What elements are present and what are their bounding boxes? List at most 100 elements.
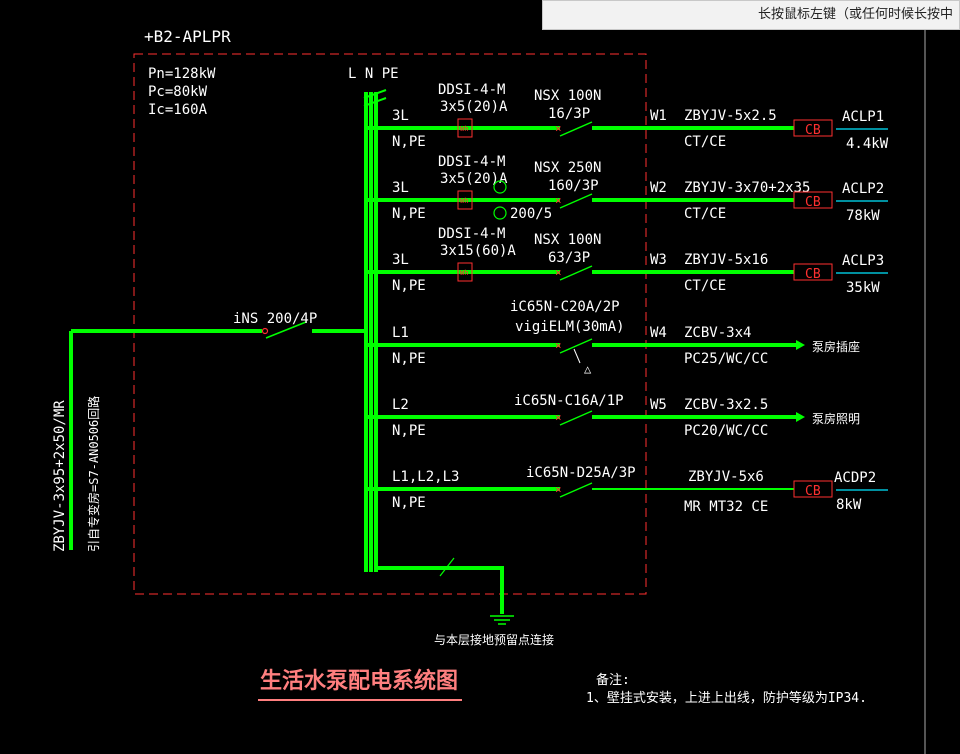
breaker-rating-label: 160/3P: [548, 178, 599, 194]
breaker-contact-icon: ×: [555, 411, 562, 424]
earth-note: 与本层接地预留点连接: [434, 632, 554, 647]
current-transformer-icon: [493, 206, 507, 220]
breaker-blade[interactable]: [559, 265, 593, 281]
panel-name: +B2-APLPR: [144, 27, 231, 46]
energy-meter-icon: [457, 118, 473, 138]
breaker-blade[interactable]: [559, 338, 593, 354]
breaker-contact-icon: ×: [555, 122, 562, 135]
breaker-rating-label: 63/3P: [548, 250, 590, 266]
circuit-phase-label: 3L: [392, 252, 409, 268]
arrow-icon: [796, 412, 805, 422]
destination-load-label: 8kW: [836, 497, 862, 513]
destination-panel-label: ACLP1: [842, 109, 884, 125]
energy-meter-icon: [457, 262, 473, 282]
current-transformer-icon: [493, 180, 507, 194]
cb-box: [793, 191, 833, 209]
cable-spec-label: ZBYJV-5x2.5: [684, 108, 777, 124]
meter-model-label: DDSI-4-M: [438, 226, 505, 242]
incoming-switch-contact: [261, 327, 269, 335]
rcd-icon: [573, 348, 581, 364]
rcd-rating-label: vigiELM(30mA): [515, 319, 625, 335]
circuit-phase-label: L1: [392, 325, 409, 341]
panel-boundary: [133, 53, 647, 595]
breaker-model-label: NSX 250N: [534, 160, 601, 176]
cb-box: [793, 263, 833, 281]
cb-box: [793, 119, 833, 137]
breaker-blade[interactable]: [559, 121, 593, 137]
circuit-np-label: N,PE: [392, 423, 426, 439]
bus-hatch: [363, 89, 387, 99]
circuit-id-label: W3: [650, 252, 667, 268]
cable-spec-label: ZCBV-3x4: [684, 325, 751, 341]
circuit-np-label: N,PE: [392, 495, 426, 511]
breaker-model-label: NSX 100N: [534, 88, 601, 104]
breaker-contact-icon: ×: [555, 483, 562, 496]
incoming-source-note: 引自专变房=S7-AN0506回路: [86, 396, 101, 552]
meter-model-label: DDSI-4-M: [438, 154, 505, 170]
breaker-model-label: NSX 100N: [534, 232, 601, 248]
destination-panel-label: ACDP2: [834, 470, 876, 486]
circuit-phase-label: L1,L2,L3: [392, 469, 459, 485]
notes-heading: 备注:: [596, 672, 630, 688]
circuit-id-label: W1: [650, 108, 667, 124]
cb-label: CB: [805, 195, 821, 210]
install-method-label: PC25/WC/CC: [684, 351, 768, 367]
energy-meter-symbol: Wh: [460, 125, 468, 133]
breaker-model-label: iC65N-C20A/2P: [510, 299, 620, 315]
ct-ratio-label: 200/5: [510, 206, 552, 222]
circuit-id-label: W4: [650, 325, 667, 341]
cb-label: CB: [805, 484, 821, 499]
circuit-np-label: N,PE: [392, 278, 426, 294]
cb-label: CB: [805, 267, 821, 282]
install-method-label: PC20/WC/CC: [684, 423, 768, 439]
right-toolbar-edge[interactable]: [924, 30, 960, 754]
breaker-blade[interactable]: [559, 410, 593, 426]
cb-label: CB: [805, 123, 821, 138]
destination-load-label: 78kW: [846, 208, 880, 224]
breaker-model-label: iC65N-D25A/3P: [526, 465, 636, 481]
incoming-switch-label: iNS 200/4P: [233, 311, 317, 327]
breaker-contact-icon: ×: [555, 194, 562, 207]
energy-meter-symbol: Wh: [460, 197, 468, 205]
meter-rating-label: 3x15(60)A: [440, 243, 516, 259]
energy-meter-symbol: Wh: [460, 269, 468, 277]
breaker-blade[interactable]: [559, 193, 593, 209]
circuit-np-label: N,PE: [392, 206, 426, 222]
circuit-id-label: W5: [650, 397, 667, 413]
install-method-label: CT/CE: [684, 134, 726, 150]
install-method-label: CT/CE: [684, 206, 726, 222]
tooltip-banner: 长按鼠标左键（或任何时候长按中: [542, 0, 960, 30]
destination-load-label: 35kW: [846, 280, 880, 296]
incoming-cable-label: ZBYJV-3x95+2x50/MR: [52, 400, 68, 552]
install-method-label: CT/CE: [684, 278, 726, 294]
install-method-label: MR MT32 CE: [684, 499, 768, 515]
destination-panel-label: ACLP3: [842, 253, 884, 269]
notes-line: 1、壁挂式安装，上进上出线，防护等级为IP34.: [586, 690, 867, 706]
incoming-switch-blade[interactable]: [265, 321, 307, 339]
destination-label: 泵房照明: [812, 411, 860, 426]
cable-spec-label: ZBYJV-5x16: [684, 252, 768, 268]
breaker-contact-icon: ×: [555, 339, 562, 352]
circuit-id-label: W2: [650, 180, 667, 196]
energy-meter-icon: [457, 190, 473, 210]
circuit-np-label: N,PE: [392, 134, 426, 150]
drawing-title: 生活水泵配电系统图: [260, 668, 458, 694]
earth-hatch: [439, 557, 455, 577]
circuit-phase-label: 3L: [392, 180, 409, 196]
meter-model-label: DDSI-4-M: [438, 82, 505, 98]
bus-label: L N PE: [348, 66, 399, 82]
panel-pn: Pn=128kW: [148, 66, 216, 82]
breaker-rating-label: 16/3P: [548, 106, 590, 122]
destination-panel-label: ACLP2: [842, 181, 884, 197]
breaker-blade[interactable]: [559, 482, 593, 498]
breaker-contact-icon: ×: [555, 266, 562, 279]
cable-spec-label: ZBYJV-3x70+2x35: [684, 180, 810, 196]
breaker-model-label: iC65N-C16A/1P: [514, 393, 624, 409]
circuit-phase-label: 3L: [392, 108, 409, 124]
panel-ic: Ic=160A: [148, 102, 208, 118]
meter-rating-label: 3x5(20)A: [440, 99, 508, 115]
destination-label: 泵房插座: [812, 339, 860, 354]
arrow-icon: [796, 340, 805, 350]
